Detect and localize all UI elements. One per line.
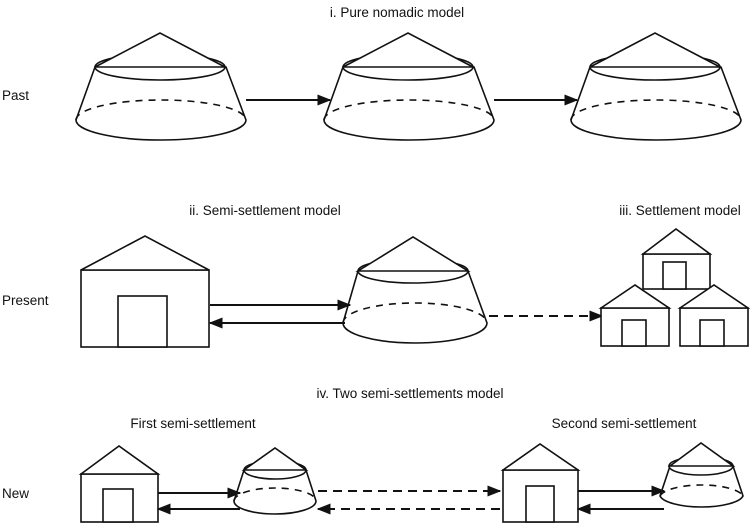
house-icon [677, 284, 750, 347]
title-pure-nomadic-model: i. Pure nomadic model [330, 5, 464, 20]
yurt-icon [342, 236, 488, 344]
label-first-semi-settlement: First semi-settlement [130, 416, 256, 431]
row-label-past: Past [2, 88, 29, 103]
yurt-icon [659, 442, 744, 508]
title-semi-settlement-model: ii. Semi-settlement model [189, 203, 341, 218]
label-second-semi-settlement: Second semi-settlement [552, 416, 697, 431]
house-icon [640, 228, 713, 290]
row-label-present: Present [2, 293, 49, 308]
title-settlement-model: iii. Settlement model [619, 203, 741, 218]
house-icon [78, 445, 161, 523]
house-icon [80, 235, 210, 348]
yurt-icon [570, 32, 742, 141]
row-label-new: New [2, 486, 29, 501]
house-icon [500, 443, 581, 523]
title-two-semi-settlements-model: iv. Two semi-settlements model [316, 386, 503, 401]
yurt-icon [233, 447, 317, 515]
yurt-icon [75, 32, 247, 141]
yurt-icon [323, 32, 495, 141]
house-icon [598, 284, 672, 347]
